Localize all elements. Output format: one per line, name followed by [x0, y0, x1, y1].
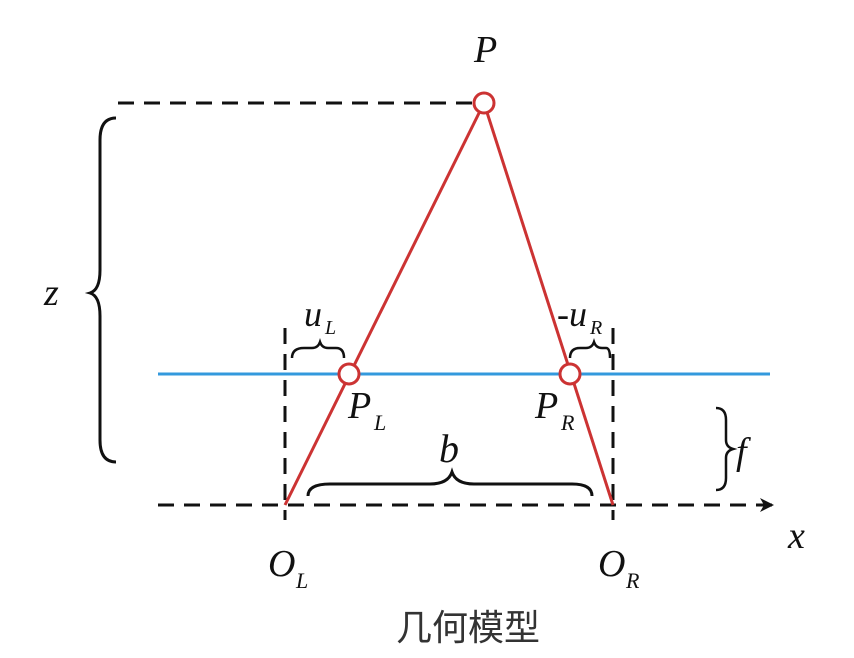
label-OR: O	[598, 543, 625, 585]
f-brace	[715, 406, 738, 492]
label-OL: O	[268, 543, 295, 585]
uR-brace	[568, 338, 612, 359]
label-PL-sub: L	[373, 410, 386, 435]
uL-brace	[290, 338, 346, 359]
label-uR-sub: R	[589, 317, 602, 339]
point-PL-marker	[337, 362, 361, 386]
label-PR: P	[534, 385, 558, 427]
label-x: x	[787, 515, 805, 557]
label-uR: -u	[557, 294, 587, 334]
left-ray	[283, 102, 486, 506]
label-uL-sub: L	[324, 317, 336, 339]
label-uL: u	[304, 294, 322, 334]
label-PL: P	[347, 385, 371, 427]
b-brace	[306, 467, 594, 497]
point-PR-marker	[558, 362, 582, 386]
point-P-marker	[472, 91, 496, 115]
label-b: b	[439, 426, 459, 471]
z-brace	[84, 116, 117, 464]
label-P: P	[473, 29, 497, 71]
label-OR-sub: R	[625, 568, 640, 593]
label-f: f	[736, 431, 751, 473]
right-ray	[482, 102, 615, 506]
label-OL-sub: L	[295, 568, 308, 593]
label-PR-sub: R	[560, 410, 575, 435]
diagram-caption: 几何模型	[396, 608, 540, 649]
label-z: z	[43, 272, 59, 314]
